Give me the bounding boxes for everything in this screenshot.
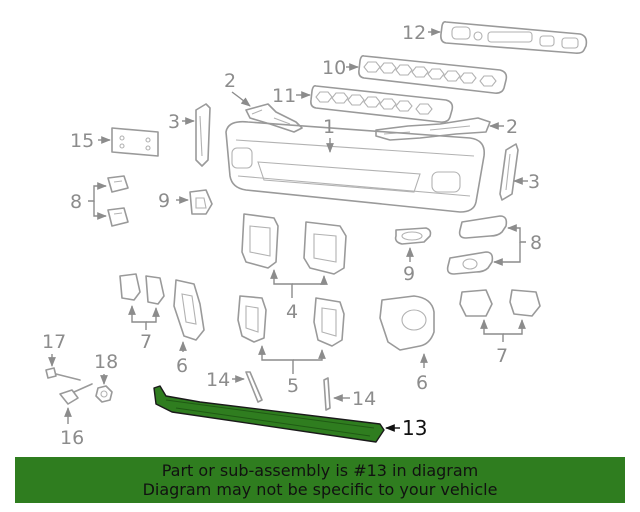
part-13-lower-valance [153, 385, 385, 443]
callout-13: 13 [402, 416, 427, 440]
info-banner: Part or sub-assembly is #13 in diagram D… [15, 457, 625, 503]
callout-1: 1 [323, 116, 335, 138]
part-7-left-brackets [119, 273, 165, 305]
callout-6-right: 6 [416, 372, 428, 394]
part-8-left-clips [107, 175, 129, 227]
callout-5: 5 [287, 375, 299, 397]
part-3-left-trim [195, 103, 211, 167]
callout-17: 17 [42, 331, 66, 353]
part-4-supports [241, 213, 347, 275]
callout-9-left: 9 [158, 190, 170, 212]
part-8-right-bezels [446, 215, 508, 275]
callout-7-left: 7 [140, 331, 152, 353]
part-14-right-strap [323, 377, 331, 411]
callout-12: 12 [402, 22, 426, 44]
banner-line-2: Diagram may not be specific to your vehi… [142, 480, 498, 499]
callout-14-right: 14 [352, 388, 376, 410]
callout-16: 16 [60, 427, 84, 449]
part-9-right-cap [394, 227, 432, 245]
callout-10: 10 [322, 57, 346, 79]
callout-18: 18 [94, 351, 118, 373]
part-11-grille-mesh [310, 85, 454, 123]
callout-9-right: 9 [403, 263, 415, 285]
part-18-nut [95, 385, 113, 403]
callout-3-right: 3 [528, 171, 540, 193]
callout-6-left: 6 [176, 355, 188, 377]
part-16-bolt [59, 383, 93, 405]
part-14-left-strap [245, 371, 263, 403]
part-7-right-brackets [459, 289, 541, 317]
part-3-right-trim [499, 143, 519, 201]
parts-diagram: 12 10 11 2 2 1 3 [42, 21, 588, 449]
part-17-bolt [45, 367, 81, 381]
callout-2-right: 2 [506, 116, 518, 138]
part-6-right-bracket [379, 295, 435, 351]
callout-11: 11 [272, 85, 296, 107]
part-1-front-bumper [225, 120, 486, 213]
callout-3-left: 3 [168, 111, 180, 133]
part-2-left-bracket [245, 103, 303, 133]
part-9-left-cap [189, 189, 213, 215]
part-5-lower-supports [237, 295, 345, 347]
callout-15: 15 [70, 130, 94, 152]
callout-8-left: 8 [70, 191, 82, 213]
callout-7-right: 7 [496, 345, 508, 367]
part-15-license-bracket [111, 127, 159, 157]
banner-line-1: Part or sub-assembly is #13 in diagram [161, 461, 479, 480]
part-6-left-bracket [173, 279, 205, 341]
callout-2-left: 2 [224, 70, 236, 92]
part-10-grille-mesh [358, 55, 508, 94]
callout-4: 4 [286, 301, 298, 323]
callout-14-left: 14 [206, 369, 230, 391]
part-12-grille-bar [440, 21, 588, 54]
callout-8-right: 8 [530, 232, 542, 254]
